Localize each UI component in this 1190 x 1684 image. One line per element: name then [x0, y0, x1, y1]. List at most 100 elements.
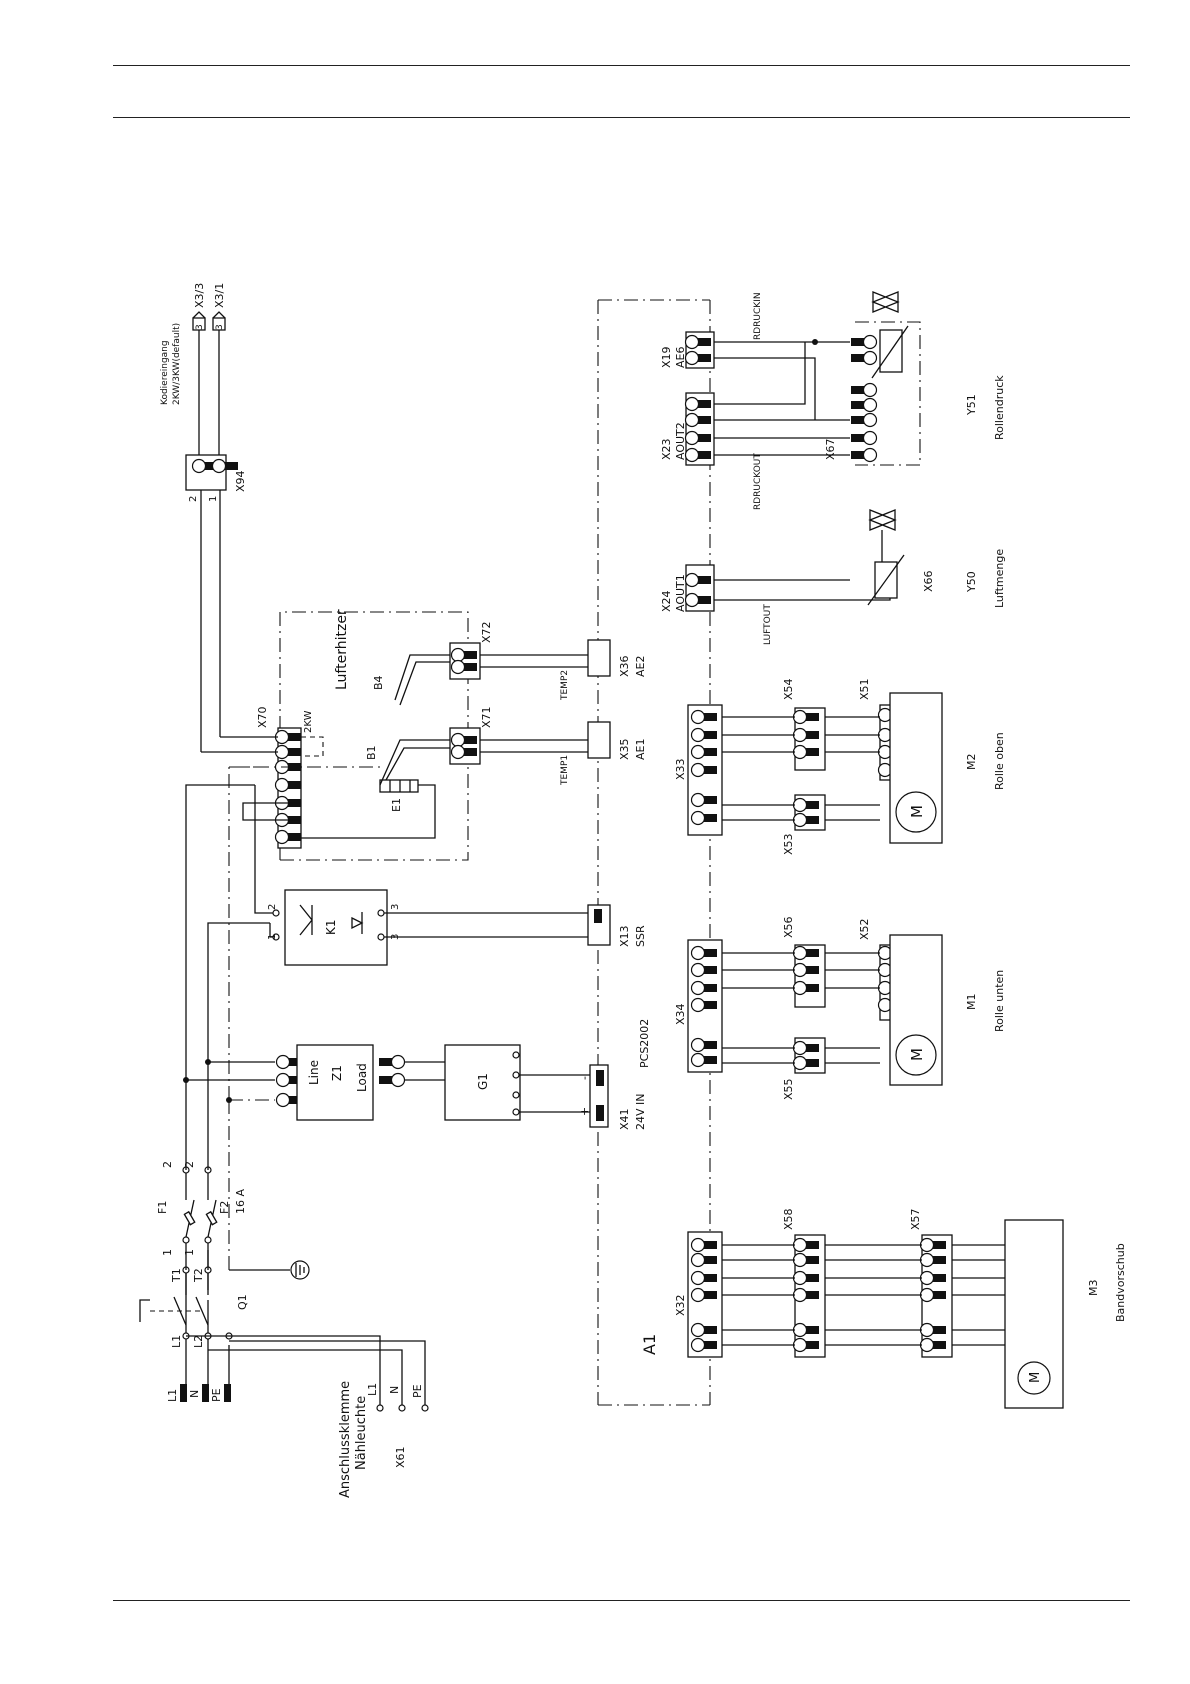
svg-text:X41: X41	[618, 1108, 631, 1130]
svg-text:X94: X94	[234, 470, 247, 492]
svg-text:X71: X71	[480, 706, 493, 728]
power-supply-g1: G1	[444, 1044, 590, 1121]
svg-text:X23: X23	[660, 438, 673, 460]
svg-text:B1: B1	[365, 745, 378, 760]
svg-text:2: 2	[267, 904, 278, 910]
header-rule-top	[113, 65, 1130, 66]
svg-text:L1: L1	[170, 1335, 183, 1348]
svg-text:Z1: Z1	[330, 1065, 344, 1081]
svg-text:L1: L1	[166, 1389, 179, 1402]
svg-text:X32: X32	[674, 1294, 687, 1316]
svg-text:X56: X56	[782, 916, 795, 938]
svg-text:X52: X52	[858, 918, 871, 940]
svg-text:Luftmenge: Luftmenge	[993, 549, 1006, 608]
svg-text:X57: X57	[909, 1208, 922, 1230]
svg-text:F2: F2	[218, 1201, 231, 1214]
motor-m1-rolle-unten: X34 X56 X55 X52 M M1 Rolle unten	[674, 916, 1006, 1100]
svg-text:1: 1	[208, 496, 219, 502]
svg-text:X36: X36	[618, 655, 631, 677]
fuse-icon: 1 1 2 2 F1 F2 16 A	[156, 1161, 247, 1270]
svg-text:X19: X19	[660, 346, 673, 368]
svg-text:AE1: AE1	[634, 739, 647, 760]
svg-text:T1: T1	[170, 1268, 183, 1283]
svg-text:2: 2	[183, 1161, 196, 1168]
svg-text:16 A: 16 A	[234, 1189, 247, 1214]
svg-text:PCS2002: PCS2002	[638, 1019, 651, 1068]
svg-text:X34: X34	[674, 1003, 687, 1025]
svg-text:Y51: Y51	[965, 394, 978, 416]
svg-text:3: 3	[215, 324, 225, 330]
svg-text:X54: X54	[782, 678, 795, 700]
svg-text:Anschlussklemme: Anschlussklemme	[338, 1381, 353, 1498]
svg-text:Line: Line	[307, 1060, 321, 1085]
valve-icon	[868, 509, 897, 531]
x61-terminal: L1 N PE Anschlussklemme Nähleuchte X61	[186, 1335, 429, 1498]
svg-text:1: 1	[161, 1249, 174, 1256]
lufterhitzer-heater: Lufterhitzer X70 2KW E1 B1 B4 X71 X72	[242, 609, 590, 861]
footer-rule	[113, 1600, 1130, 1601]
svg-text:X61: X61	[394, 1446, 407, 1468]
valve-y50-luftmenge: X24 AOUT1 LUFTOUT X66 Y50 Luftmenge	[660, 509, 1006, 645]
svg-text:1: 1	[183, 1249, 196, 1256]
svg-text:M: M	[908, 805, 926, 818]
controller-a1: A1 PCS2002 - + X41 24V IN X13 SSR X35 AE…	[560, 299, 711, 1406]
svg-text:2: 2	[161, 1161, 174, 1168]
svg-text:Q1: Q1	[236, 1294, 249, 1310]
svg-text:TEMP2: TEMP2	[560, 670, 570, 701]
svg-text:Rolle unten: Rolle unten	[993, 970, 1006, 1032]
svg-text:Kodiereingang: Kodiereingang	[160, 340, 170, 405]
svg-text:M3: M3	[1087, 1280, 1100, 1297]
svg-text:X13: X13	[618, 925, 631, 947]
thyristor-icon	[299, 904, 313, 936]
ground-icon	[229, 1260, 310, 1280]
svg-text:E1: E1	[390, 798, 403, 812]
svg-text:M: M	[908, 1048, 926, 1061]
svg-text:B4: B4	[372, 675, 385, 690]
svg-text:M: M	[1028, 1372, 1043, 1383]
svg-text:X70: X70	[256, 706, 269, 728]
svg-text:2KW: 2KW	[303, 710, 314, 733]
svg-text:X55: X55	[782, 1078, 795, 1100]
svg-text:T2: T2	[192, 1268, 205, 1283]
svg-text:M1: M1	[965, 994, 978, 1011]
svg-text:X35: X35	[618, 738, 631, 760]
svg-text:A1: A1	[640, 1334, 659, 1355]
svg-text:F1: F1	[156, 1201, 169, 1214]
motor-m3-bandvorschub: X32 X58 X57 M M3 Bandvorschub	[674, 1208, 1127, 1409]
svg-text:Rolle oben: Rolle oben	[993, 732, 1006, 790]
svg-text:G1: G1	[476, 1073, 490, 1090]
svg-text:Load: Load	[355, 1063, 369, 1092]
svg-text:K1: K1	[324, 919, 338, 935]
svg-text:AE6: AE6	[674, 347, 687, 368]
svg-text:N: N	[188, 1390, 201, 1398]
svg-text:Bandvorschub: Bandvorschub	[1114, 1243, 1127, 1322]
svg-text:24V IN: 24V IN	[634, 1094, 647, 1131]
svg-text:L2: L2	[192, 1335, 205, 1348]
svg-text:Lufterhitzer: Lufterhitzer	[334, 609, 350, 690]
header-rule-bottom	[113, 117, 1130, 118]
valve-y51-rollendruck: X19 AE6 RDRUCKIN X23 AOUT2 RDRUCKOUT X67…	[660, 291, 1006, 510]
svg-text:PE: PE	[411, 1384, 424, 1398]
svg-text:PE: PE	[210, 1388, 223, 1402]
svg-text:AOUT2: AOUT2	[674, 422, 687, 460]
svg-text:LUFTOUT: LUFTOUT	[763, 604, 773, 645]
svg-text:3: 3	[390, 904, 401, 910]
svg-text:2: 2	[188, 496, 199, 502]
svg-text:M2: M2	[965, 754, 978, 771]
svg-text:X67: X67	[824, 438, 837, 460]
mains-terminal-block: L1 N PE	[166, 1384, 231, 1402]
svg-text:RDRUCKOUT: RDRUCKOUT	[753, 453, 763, 510]
x94-connector: X94 2 1 3 3 X3/3 X3/1 Kodiereingang 2KW/…	[160, 283, 247, 502]
svg-text:N: N	[388, 1386, 401, 1394]
svg-text:TEMP1: TEMP1	[560, 755, 570, 786]
svg-text:SSR: SSR	[634, 925, 647, 947]
svg-text:AOUT1: AOUT1	[674, 574, 687, 612]
svg-text:X3/1: X3/1	[213, 283, 226, 308]
svg-text:-: -	[578, 1076, 591, 1080]
svg-text:X66: X66	[922, 570, 935, 592]
motor-m2-rolle-oben: X33 X54 X53 X51 M M2 Rolle oben	[674, 678, 1006, 855]
svg-text:X24: X24	[660, 590, 673, 612]
svg-text:Rollendruck: Rollendruck	[993, 375, 1006, 440]
svg-text:X53: X53	[782, 833, 795, 855]
